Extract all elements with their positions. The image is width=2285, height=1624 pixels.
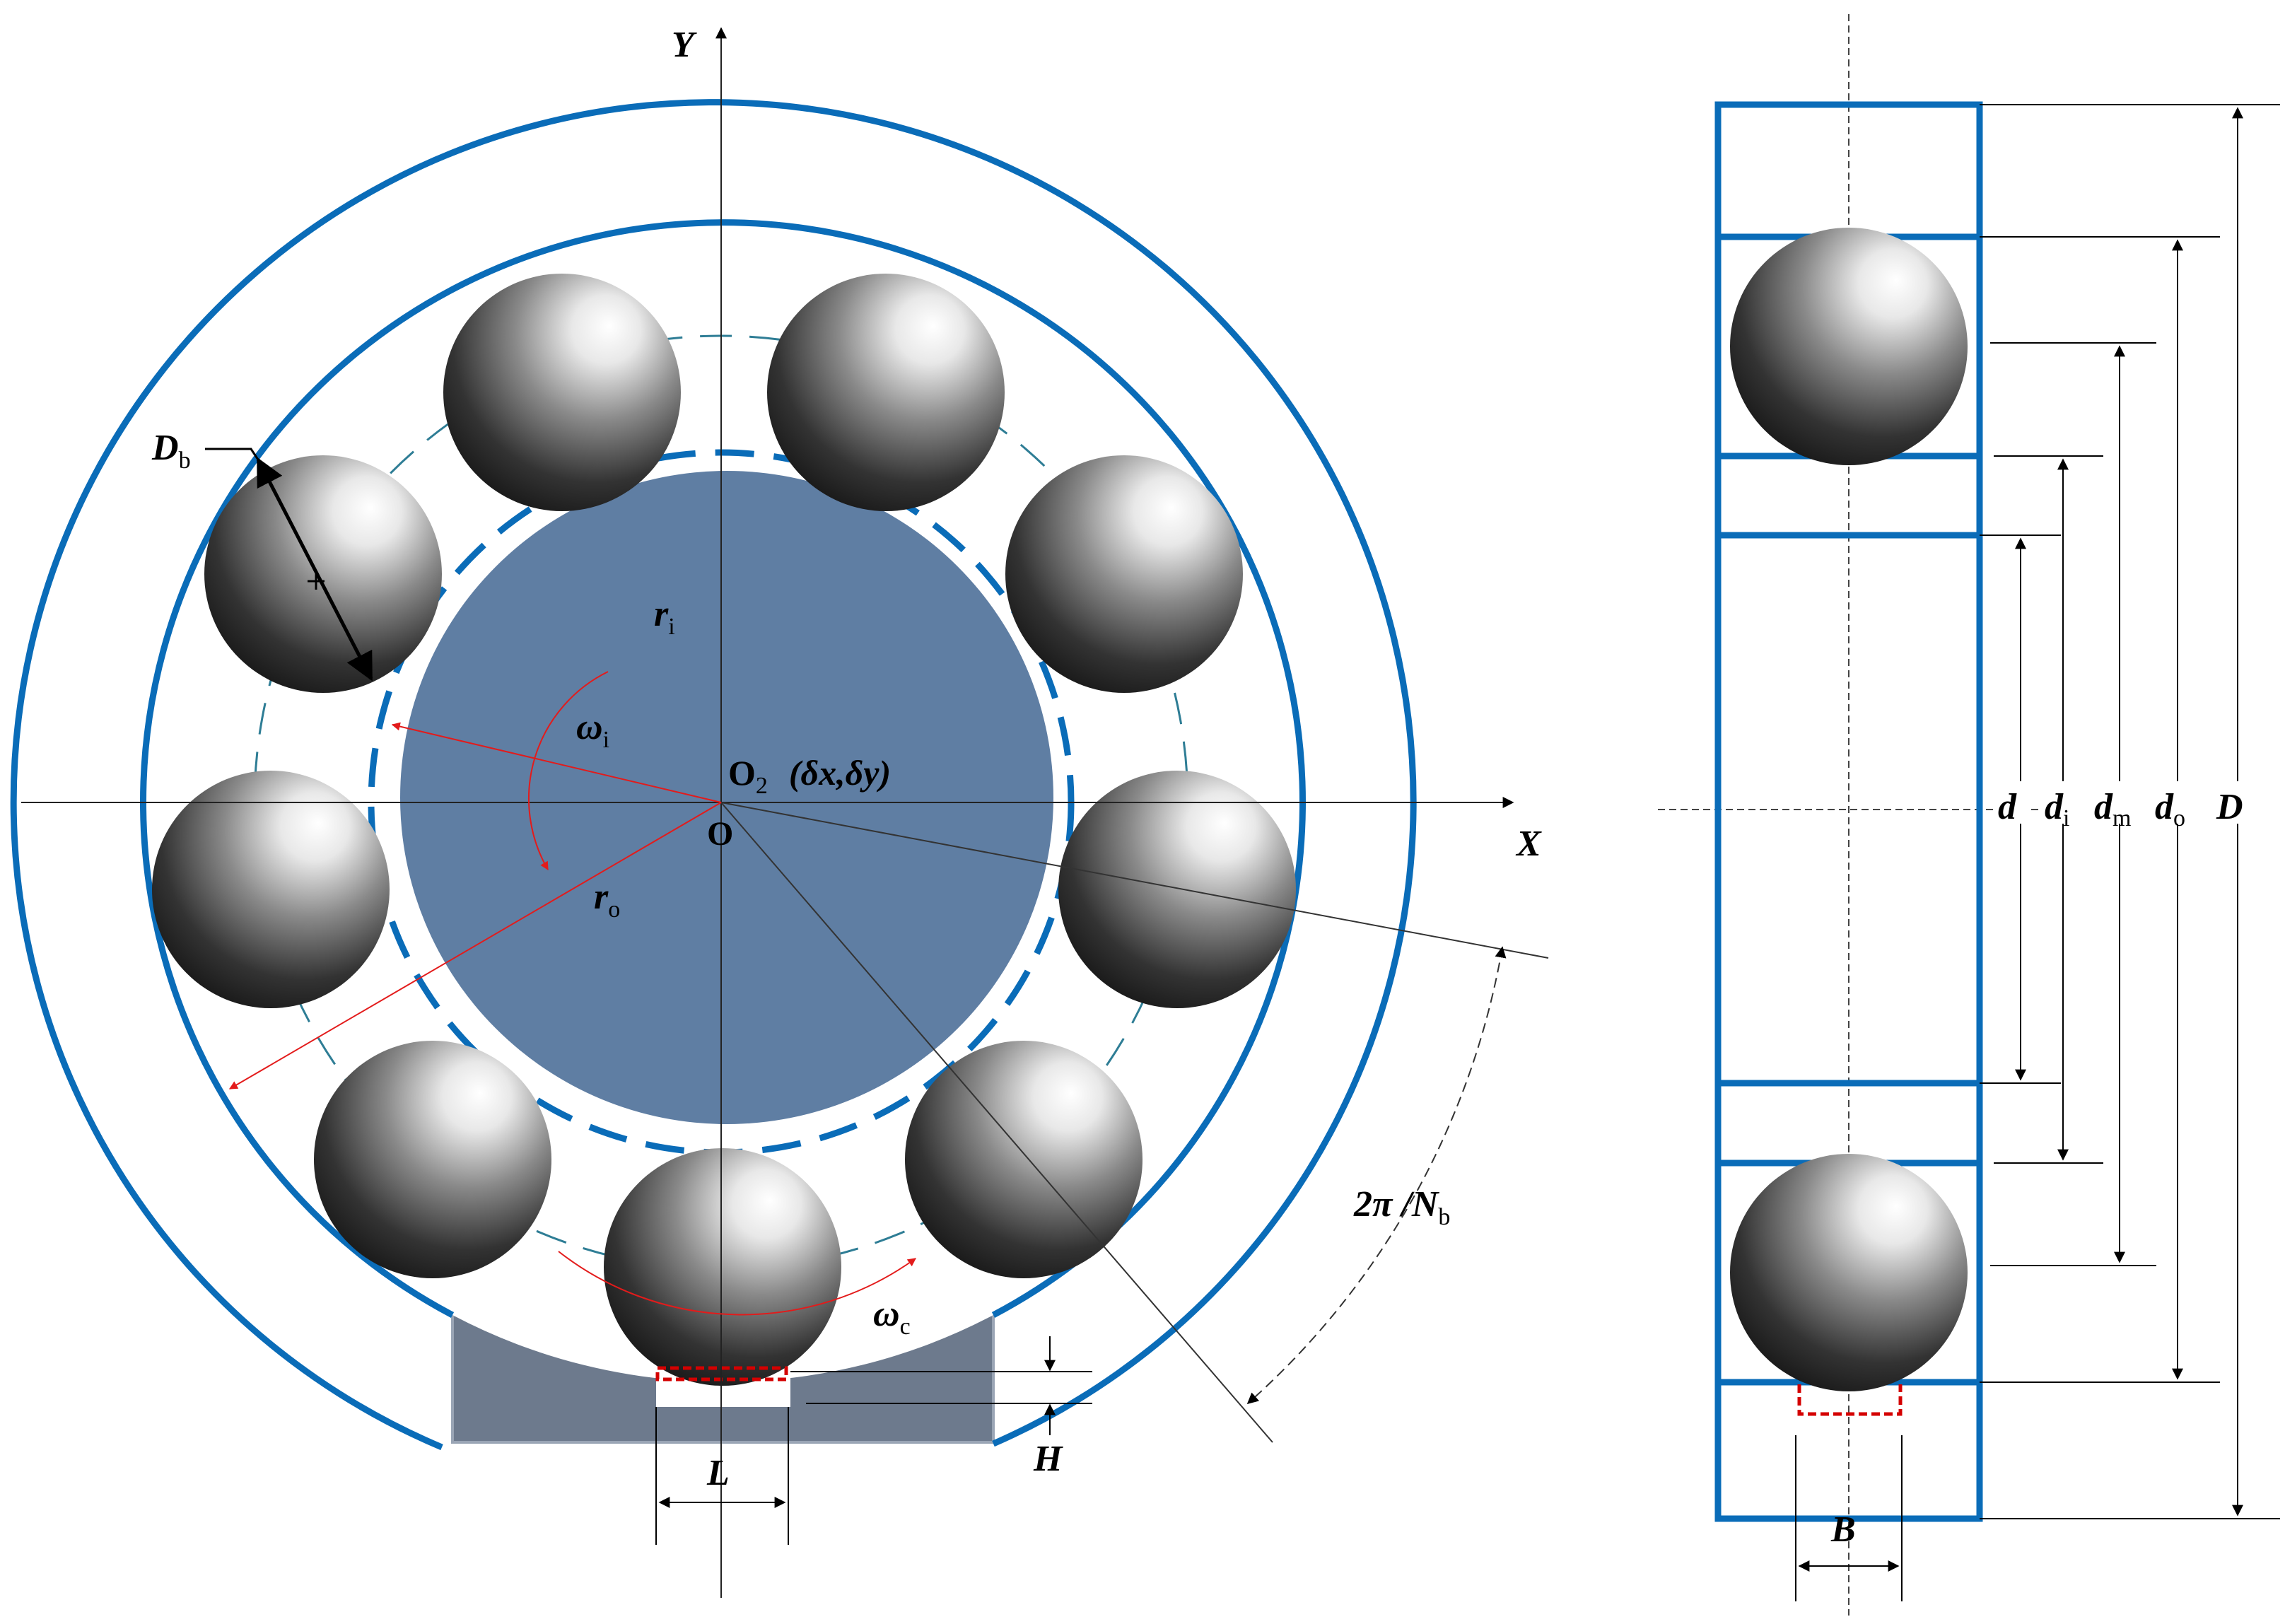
ball — [443, 274, 681, 511]
defect-depth-label: H — [1033, 1439, 1063, 1479]
ball-spacing-label: 2π /Nb — [1353, 1184, 1450, 1230]
spacing-line-b — [720, 802, 1273, 1443]
cage-speed-label: ωc — [873, 1294, 911, 1340]
pitch-diameter-label: dm — [2094, 787, 2131, 831]
side-defect-outline — [1797, 1384, 1903, 1416]
ball-center-mark — [308, 573, 325, 590]
center-offset-label: O2(δx,δy) — [728, 753, 891, 799]
outer-radius-label: ro — [594, 877, 620, 923]
side-outer-frame — [1714, 101, 1983, 1522]
ball — [905, 1041, 1142, 1278]
spacing-arc — [1246, 946, 1507, 1405]
inner-radius-label: ri — [654, 594, 675, 640]
inner-race-diameter-label: di — [2045, 787, 2069, 831]
ball-diameter-label: Db — [151, 428, 191, 474]
inner-rotation-arc — [527, 671, 609, 871]
outer-race-diameter-label: do — [2155, 787, 2185, 831]
outer-radius-arrow — [228, 802, 722, 1090]
cage-rotation-arc — [558, 1251, 916, 1316]
side-ball-top — [1730, 228, 1968, 465]
defect-length-label: L — [706, 1453, 730, 1493]
ball-diameter-leader — [205, 448, 259, 460]
side-view: d di dm do D B — [1658, 14, 2280, 1616]
side-ball-bottom — [1730, 1154, 1968, 1391]
y-axis-label: Y — [672, 25, 697, 65]
bore-label: d — [1998, 787, 2017, 827]
inner-radius-arrow — [391, 722, 722, 803]
outer-diameter-label: D — [2216, 787, 2243, 827]
x-axis-label: X — [1515, 824, 1542, 864]
balls — [152, 274, 1296, 1386]
width-label: B — [1830, 1509, 1856, 1550]
front-view: Y X O 2π /Nb ri ro ωi ωc O2(δx,δy) — [10, 25, 1549, 1598]
ball — [314, 1041, 551, 1278]
origin-label: O — [707, 815, 733, 853]
ball — [604, 1148, 841, 1386]
ball-diameter-dim — [256, 457, 373, 682]
ball — [204, 455, 442, 693]
ball — [1058, 771, 1296, 1008]
shaft — [400, 471, 1053, 1124]
ball — [1005, 455, 1243, 693]
inner-speed-label: ωi — [576, 707, 609, 753]
spacing-line-a — [720, 802, 1549, 959]
ball — [152, 771, 390, 1008]
ball — [767, 274, 1005, 511]
